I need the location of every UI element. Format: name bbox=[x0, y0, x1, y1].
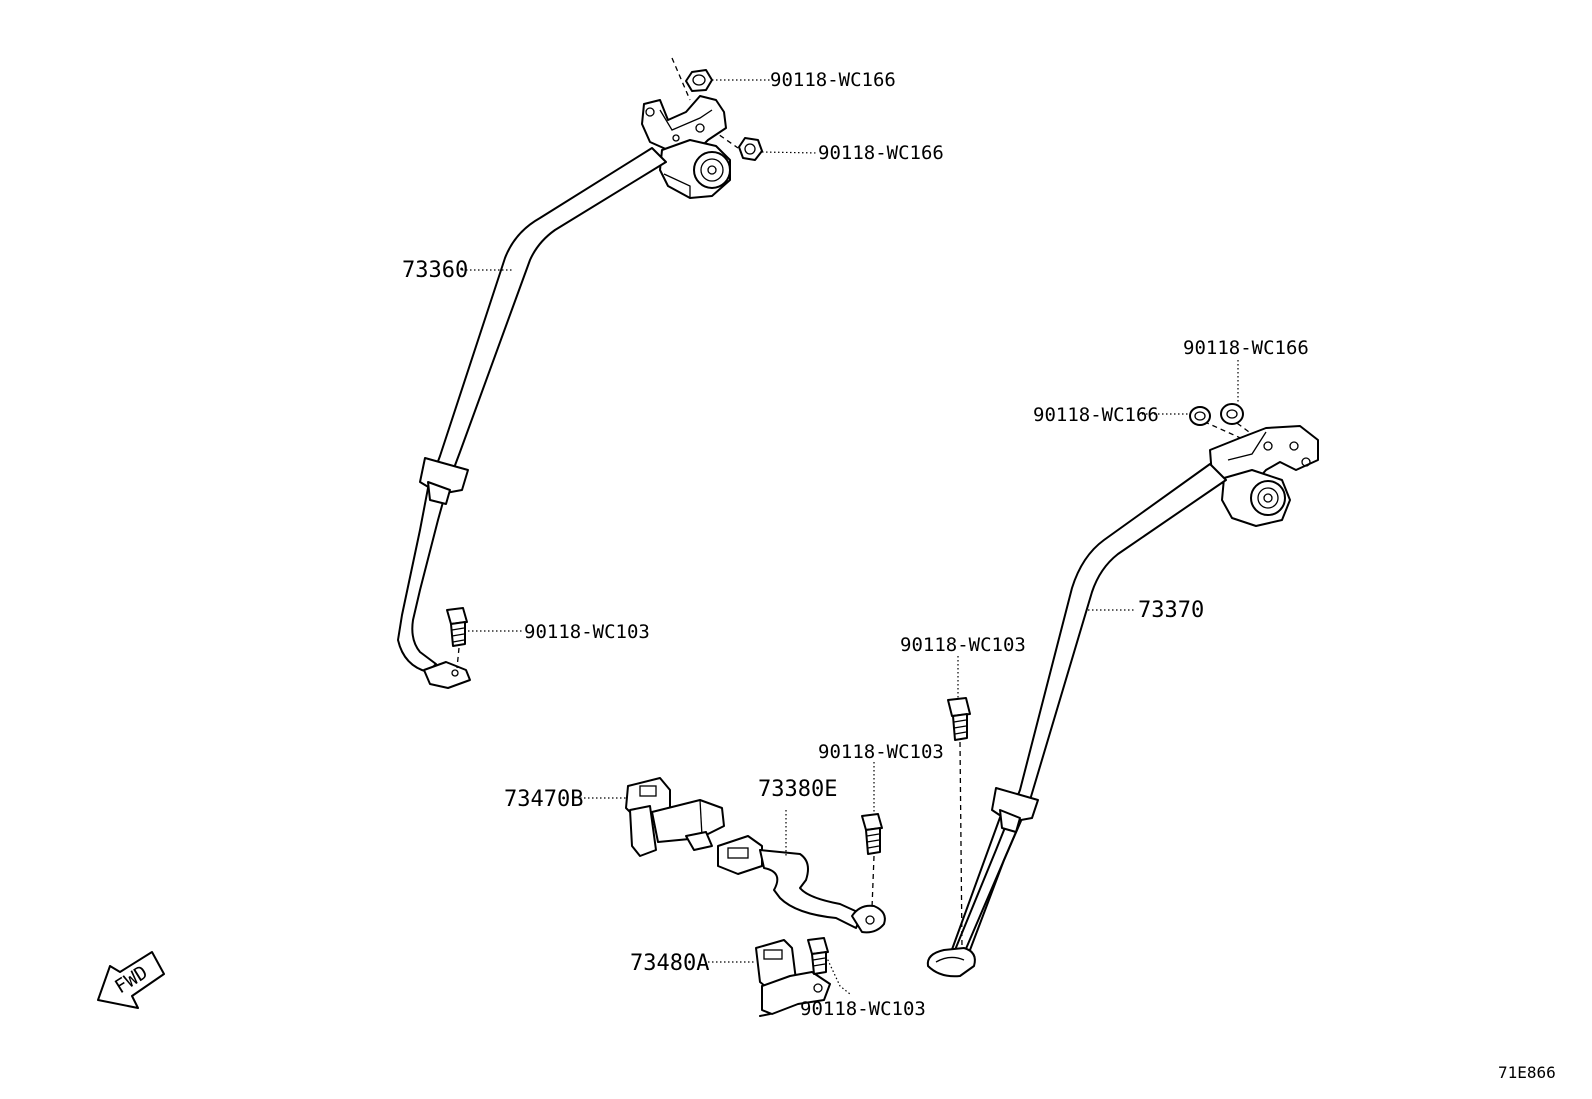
right-belt-tongue bbox=[991, 787, 1039, 833]
label-nut-right-front: 90118-WC166 bbox=[1033, 404, 1159, 426]
left-seat-belt-assembly bbox=[397, 57, 763, 689]
bolt-left-lower bbox=[446, 607, 468, 647]
left-lower-anchor bbox=[423, 661, 471, 689]
center-belt-anchor bbox=[851, 904, 886, 934]
label-bolt-right: 90118-WC103 bbox=[900, 634, 1026, 656]
label-center-belt: 73380E bbox=[758, 777, 837, 802]
fwd-arrow-icon: FWD bbox=[97, 951, 165, 1009]
center-belt-tongue bbox=[717, 835, 763, 875]
label-belt-left: 73360 bbox=[402, 258, 468, 283]
right-retractor bbox=[1209, 425, 1319, 527]
right-lower-anchor bbox=[926, 947, 976, 978]
bolt-right-lower bbox=[947, 697, 971, 741]
label-bolt-buckle: 90118-WC103 bbox=[800, 998, 926, 1020]
label-nut-top: 90118-WC166 bbox=[770, 69, 896, 91]
buckle-73470b bbox=[625, 777, 725, 857]
label-belt-right: 73370 bbox=[1138, 598, 1204, 623]
label-nut-side: 90118-WC166 bbox=[818, 142, 944, 164]
center-belt-assembly bbox=[625, 777, 886, 934]
center-belt-webbing bbox=[759, 849, 863, 929]
leader-lines bbox=[462, 79, 1239, 995]
nut-side-left bbox=[738, 137, 763, 161]
label-bolt-center: 90118-WC103 bbox=[818, 741, 944, 763]
part-labels: 90118-WC166 90118-WC166 73360 90118-WC16… bbox=[402, 69, 1309, 1020]
nut-top-left bbox=[685, 69, 713, 92]
bolt-center-upper bbox=[861, 813, 883, 855]
label-bolt-left: 90118-WC103 bbox=[524, 621, 650, 643]
right-seat-belt-assembly bbox=[926, 403, 1319, 978]
bolt-buckle-a bbox=[807, 937, 829, 975]
left-belt-tongue bbox=[419, 457, 469, 505]
label-buckle-a: 73480A bbox=[630, 951, 709, 976]
nut-right-front bbox=[1189, 406, 1211, 426]
left-retractor bbox=[641, 95, 731, 199]
figure-id: 71E866 bbox=[1498, 1063, 1556, 1082]
label-buckle-b: 73470B bbox=[504, 787, 583, 812]
label-nut-right-rear: 90118-WC166 bbox=[1183, 337, 1309, 359]
nut-right-rear bbox=[1220, 403, 1244, 425]
buckle-73480a bbox=[755, 937, 831, 1017]
left-belt-webbing bbox=[397, 147, 667, 673]
